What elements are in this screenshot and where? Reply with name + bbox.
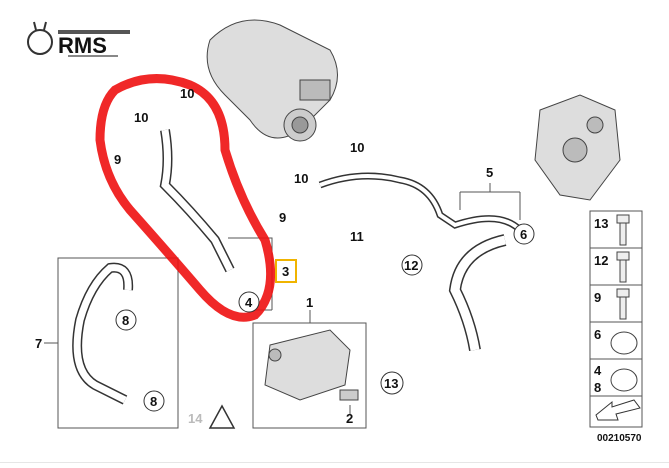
rms-logo: RMS	[27, 21, 130, 58]
legend-4: 4	[594, 363, 602, 378]
legend-12: 12	[594, 253, 608, 268]
group-brackets	[44, 183, 521, 429]
callout-3[interactable]: 3	[282, 264, 289, 279]
callout-10: 10	[180, 86, 194, 101]
callout-10: 10	[294, 171, 308, 186]
legend-13: 13	[594, 216, 608, 231]
bolt-icon	[616, 288, 630, 320]
callout-8: 8	[122, 313, 129, 328]
highlight-circle	[95, 74, 276, 322]
turbocharger-drawing	[206, 19, 338, 142]
bolt-icon	[616, 214, 630, 246]
diagram-code: 00210570	[597, 433, 642, 444]
thermostat-housing-drawing	[534, 94, 621, 201]
warning-label-icon	[208, 404, 236, 429]
legend-panel: 13 12 9 6 4 8 00210570	[589, 210, 643, 444]
callout-12: 12	[404, 258, 418, 273]
arrow-icon	[595, 399, 641, 421]
callout-8: 8	[150, 394, 157, 409]
callout-9: 9	[114, 152, 121, 167]
hoses	[72, 129, 523, 405]
callout-2: 2	[346, 411, 353, 426]
water-pump-drawing	[264, 329, 359, 401]
callout-6: 6	[520, 227, 527, 242]
divider	[0, 462, 669, 463]
callouts: 10 10 9 10 10 9 5 11 12 6 3 4 1 7 8 8 13…	[35, 86, 535, 429]
legend-9: 9	[594, 290, 601, 305]
bolt-icon	[616, 251, 630, 283]
hose-clamp-icon	[610, 331, 638, 355]
callout-11: 11	[350, 229, 364, 244]
callout-4: 4	[245, 295, 253, 310]
logo-text: RMS	[58, 33, 107, 58]
selected-callout-box	[275, 259, 297, 283]
callout-10: 10	[134, 110, 148, 125]
callout-7: 7	[35, 336, 42, 351]
callout-1: 1	[306, 295, 313, 310]
callout-9: 9	[279, 210, 286, 225]
legend-8: 8	[594, 380, 601, 395]
callout-5: 5	[486, 165, 493, 180]
callout-14: 14	[188, 411, 203, 426]
callout-13: 13	[384, 376, 398, 391]
legend-6: 6	[594, 327, 601, 342]
hose-clamp-icon	[610, 368, 638, 392]
callout-10: 10	[350, 140, 364, 155]
